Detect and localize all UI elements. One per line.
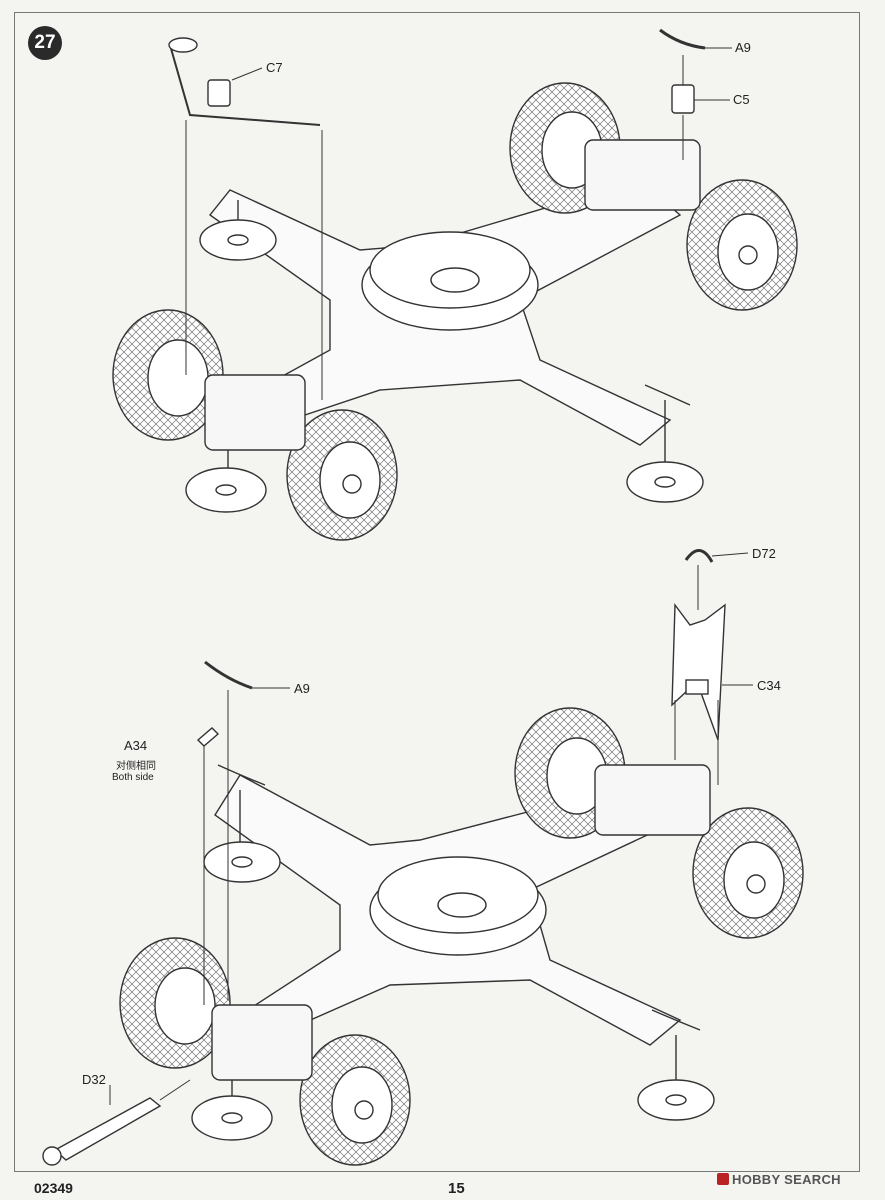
c7-tow-bar-part bbox=[168, 37, 321, 126]
lower-wheel-front-right bbox=[299, 1034, 411, 1166]
page-frame bbox=[14, 12, 860, 1172]
callout-d72: D72 bbox=[752, 546, 776, 561]
callout-a9-lower: A9 bbox=[294, 681, 310, 696]
d32-tow-bar-part bbox=[42, 1097, 162, 1166]
lower-wheel-rear-right bbox=[692, 807, 804, 939]
step-number-badge: 27 bbox=[28, 26, 62, 60]
watermark: HOBBY SEARCH bbox=[717, 1172, 841, 1187]
callout-c34: C34 bbox=[757, 678, 781, 693]
callout-a9-upper: A9 bbox=[735, 40, 751, 55]
callout-d32: D32 bbox=[82, 1072, 106, 1087]
c5-cylinder-part bbox=[671, 84, 695, 114]
callout-c5: C5 bbox=[733, 92, 750, 107]
upper-jack-left-rear bbox=[199, 200, 277, 261]
callout-a34-note-en: Both side bbox=[112, 772, 154, 783]
callout-c7: C7 bbox=[266, 60, 283, 75]
lower-chassis-drawing bbox=[42, 549, 804, 1166]
upper-jack-right-front bbox=[626, 384, 704, 503]
product-code: 02349 bbox=[34, 1180, 73, 1196]
watermark-text: HOBBY SEARCH bbox=[732, 1172, 841, 1187]
a34-small-part bbox=[196, 727, 220, 747]
upper-wheel-rear-right bbox=[686, 179, 798, 311]
lower-jack-left-rear bbox=[203, 764, 281, 883]
callout-a34-note-cn: 对侧相同 bbox=[116, 761, 156, 772]
lower-jack-right-front bbox=[637, 1009, 715, 1121]
upper-chassis-drawing bbox=[112, 28, 798, 541]
upper-wheel-front-right bbox=[286, 409, 398, 541]
page-number: 15 bbox=[448, 1180, 465, 1197]
lower-jack-left-front bbox=[191, 1075, 273, 1141]
callout-a34: A34 bbox=[124, 738, 148, 753]
c34-bracket-part bbox=[671, 602, 726, 741]
watermark-logo-icon bbox=[717, 1173, 729, 1185]
lower-wheel-front-left bbox=[119, 937, 231, 1069]
d72-clamp-part bbox=[684, 549, 714, 563]
a9-handle-part bbox=[659, 28, 706, 50]
upper-wheel-front-left bbox=[112, 309, 224, 441]
lower-a9-handle-part bbox=[204, 660, 253, 690]
upper-jack-left-front bbox=[185, 440, 267, 513]
